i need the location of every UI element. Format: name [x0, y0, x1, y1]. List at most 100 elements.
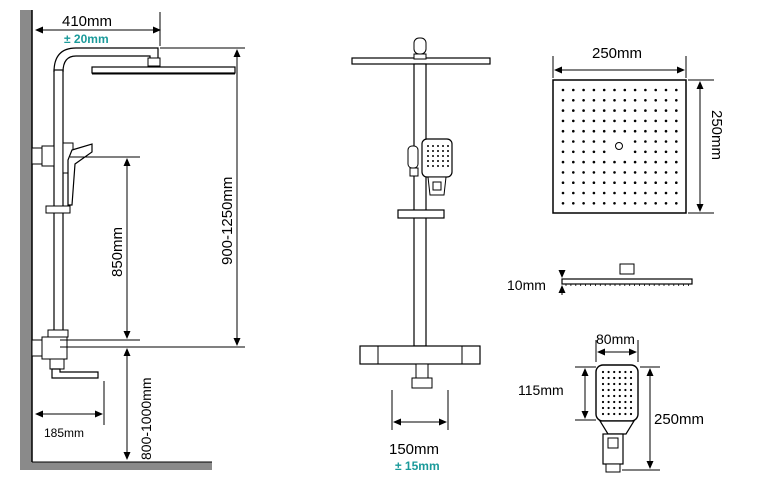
nozzle-dot: [675, 140, 678, 143]
hand-nozzle-dot: [618, 376, 621, 380]
nozzle-dot: [633, 109, 637, 112]
hand-nozzle-dot: [629, 376, 633, 380]
hand-nozzle-dot: [624, 388, 627, 392]
floor: [20, 462, 212, 470]
hand-nozzle-dot: [629, 406, 633, 410]
nozzle-dot: [664, 171, 668, 174]
nozzle-dot: [561, 181, 565, 184]
hand-nozzle-dot: [601, 382, 605, 386]
nozzle-dot: [613, 119, 616, 123]
nozzle-dot: [644, 202, 647, 205]
hand-nozzle-dot: [624, 412, 627, 416]
nozzle-dot: [654, 171, 657, 174]
inlet-width-label: 150mm: [389, 441, 439, 458]
nozzle-dot: [623, 88, 627, 92]
nozzle-dot: [675, 171, 678, 174]
hand-nozzle-dot: [629, 394, 633, 398]
nozzle-dot: [623, 129, 627, 133]
hand-nozzle-dot: [618, 382, 621, 386]
nozzle-dot: [561, 119, 565, 123]
nozzle-dot: [572, 129, 575, 133]
nozzle-dot: [561, 88, 565, 92]
hand-nozzle-dot: [607, 370, 610, 374]
nozzle-dot: [675, 181, 678, 184]
nozzle-dot: [592, 99, 596, 102]
nozzle-dot: [613, 160, 616, 164]
nozzle-dot: [592, 171, 596, 174]
nozzle-dot: [592, 119, 596, 123]
hand-nozzle-dot: [618, 388, 621, 392]
nozzle-dot: [633, 119, 637, 123]
nozzle-dot: [613, 181, 616, 184]
hand-nozzle-dot: [618, 412, 621, 416]
nozzle-dot: [644, 160, 647, 164]
nozzle-dot: [602, 99, 606, 102]
nozzle-dot: [644, 191, 647, 195]
hand-nozzle-dot: [629, 412, 633, 416]
hand-shower-head: [595, 364, 639, 422]
nozzle-dot: [602, 109, 606, 112]
hand-nozzle-dot: [601, 400, 605, 404]
hand-nozzle-dot: [624, 400, 627, 404]
spout-length-label: 185mm: [44, 426, 84, 440]
nozzle-dot: [623, 109, 627, 112]
nozzle-dot: [602, 181, 606, 184]
nozzle-dot: [602, 191, 606, 195]
nozzle-dot: [582, 150, 585, 154]
nozzle-dot: [623, 99, 627, 102]
nozzle-dot: [633, 99, 637, 102]
nozzle-dot: [561, 171, 565, 174]
nozzle-dot: [654, 99, 657, 102]
nozzle-dot: [592, 181, 596, 184]
nozzle-dot: [572, 140, 575, 143]
rail-height-label: 850mm: [109, 227, 126, 277]
hand-shower-front: [421, 138, 453, 178]
nozzle-dot: [654, 109, 657, 112]
nozzle-dot: [582, 119, 585, 123]
nozzle-dot: [602, 202, 606, 205]
hand-nozzle-dot: [607, 382, 610, 386]
nozzle-grid: [561, 88, 678, 205]
hand-nozzle-dot: [601, 406, 605, 410]
nozzle-dot: [654, 119, 657, 123]
hand-nozzle-dot: [624, 394, 627, 398]
nozzle-dot: [602, 88, 606, 92]
hand-nozzle-dot: [618, 370, 621, 374]
hand-head-length-label: 115mm: [518, 382, 564, 398]
nozzle-dot: [561, 191, 565, 195]
nozzle-dot: [592, 150, 596, 154]
head-height-label: 250mm: [708, 110, 725, 160]
nozzle-dot: [664, 99, 668, 102]
hand-nozzle-dot: [629, 388, 633, 392]
nozzle-dot: [613, 88, 616, 92]
nozzle-dot: [623, 181, 627, 184]
nozzle-dot: [613, 129, 616, 133]
hand-nozzle-dot: [624, 376, 627, 380]
hand-nozzle-dot: [618, 406, 621, 410]
hand-nozzle-grid: [601, 370, 633, 416]
nozzle-dot: [613, 171, 616, 174]
rail-front: [413, 63, 427, 347]
hand-nozzle-dot: [629, 382, 633, 386]
nozzle-dot: [602, 129, 606, 133]
hand-nozzle-dot: [613, 406, 616, 410]
nozzle-dot: [675, 109, 678, 112]
nozzle-dot: [561, 160, 565, 164]
side-view: 410mm ± 20mm 900-1250mm 850mm 800-1000mm…: [20, 10, 245, 470]
hand-nozzle-dot: [607, 388, 610, 392]
inlet-tolerance-label: ± 15mm: [395, 459, 440, 473]
nozzle-dot: [633, 129, 637, 133]
head-width-label: 250mm: [592, 45, 642, 62]
hand-nozzle-dot: [624, 382, 627, 386]
nozzle-dot: [654, 160, 657, 164]
nozzle-dot: [633, 140, 637, 143]
nozzle-dot: [675, 150, 678, 154]
hand-nozzle-dot: [601, 376, 605, 380]
total-height-label: 900-1250mm: [219, 177, 236, 265]
nozzle-dot: [644, 181, 647, 184]
hand-shower-side: [67, 143, 93, 206]
nozzle-dot: [602, 140, 606, 143]
nozzle-dot: [664, 202, 668, 205]
hand-nozzle-dot: [607, 394, 610, 398]
hand-nozzle-dot: [613, 412, 616, 416]
